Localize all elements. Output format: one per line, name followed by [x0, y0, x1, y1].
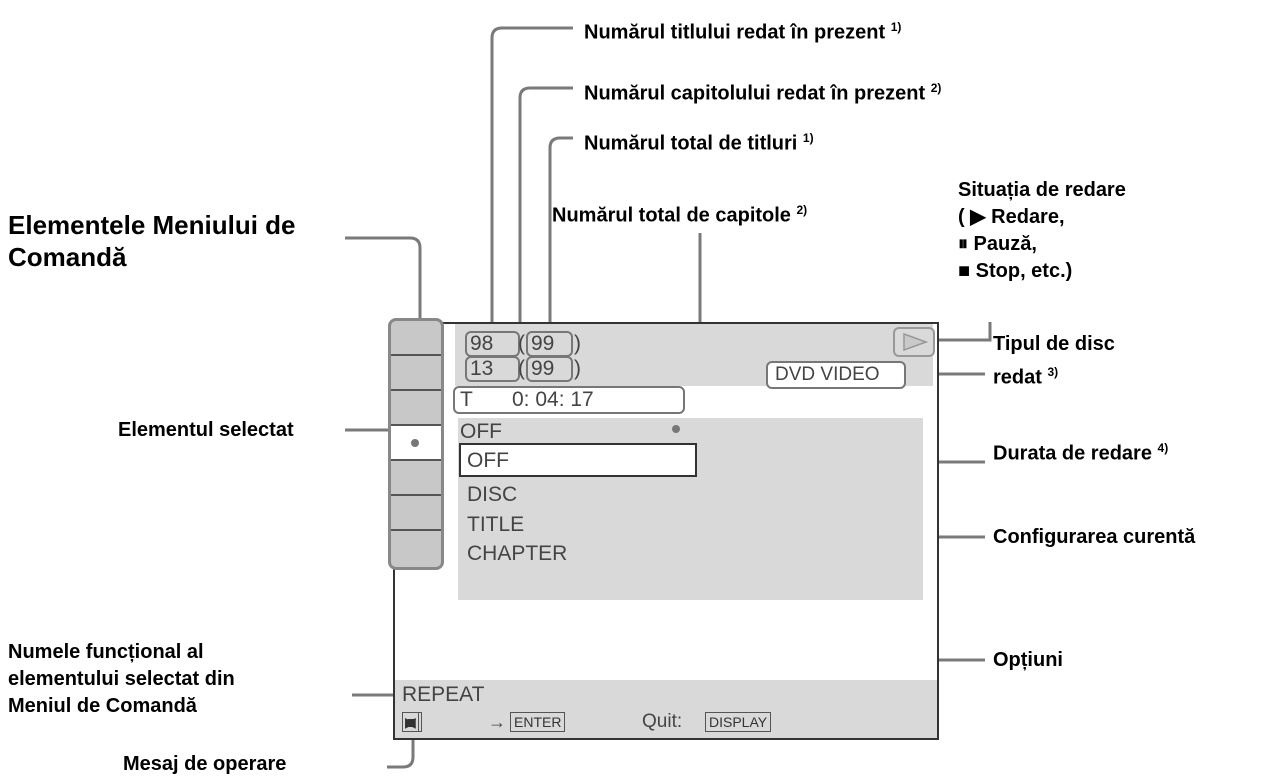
- label-playback-status-4: ■ Stop, etc.): [958, 260, 1073, 282]
- menu-item[interactable]: [391, 496, 441, 531]
- time-prefix: T: [460, 388, 473, 411]
- label-function-name-1: Numele funcțional al: [8, 641, 204, 663]
- chapter-total-box: [526, 356, 573, 382]
- label-chapter-number: Numărul capitolului redat în prezent 2): [584, 81, 942, 105]
- title-total: 99: [531, 332, 555, 355]
- time-value: 0: 04: 17: [512, 388, 594, 411]
- label-options: Opțiuni: [993, 649, 1063, 671]
- play-icon: [903, 332, 928, 352]
- label-disc-type-2: redat 3): [993, 365, 1059, 389]
- play-status-box: [893, 327, 935, 357]
- selected-dot-icon: [411, 439, 419, 447]
- label-current-setting: Configurarea curentă: [993, 526, 1196, 548]
- paren-close: ): [574, 357, 581, 380]
- disc-type-box: [766, 361, 906, 389]
- label-playing-time: Durata de redare 4): [993, 441, 1169, 465]
- chapter-current: 13: [470, 357, 494, 380]
- label-operation-message: Mesaj de operare: [123, 753, 287, 775]
- option-chapter[interactable]: CHAPTER: [467, 542, 568, 565]
- paren-close: ): [574, 332, 581, 355]
- label-title-number: Numărul titlului redat în prezent 1): [584, 20, 902, 44]
- right-arrow-icon: ▶: [402, 712, 419, 732]
- paren-open: (: [518, 332, 525, 355]
- label-total-titles: Numărul total de titluri 1): [584, 131, 814, 155]
- function-name: REPEAT: [402, 683, 485, 706]
- chapter-total: 99: [531, 357, 555, 380]
- title-current: 98: [470, 332, 494, 355]
- setting-dot-icon: [672, 425, 680, 433]
- chapter-number-box: [465, 356, 520, 382]
- quit-label: Quit:: [642, 711, 683, 732]
- label-playback-status-3: ⏸ Pauză,: [958, 233, 1037, 255]
- menu-item[interactable]: [391, 356, 441, 391]
- time-box: [453, 386, 685, 414]
- current-setting: OFF: [460, 420, 502, 443]
- enter-key: ENTER: [510, 712, 566, 732]
- disc-type: DVD VIDEO: [775, 364, 880, 385]
- option-highlight[interactable]: [459, 443, 697, 477]
- menu-item[interactable]: [391, 321, 441, 356]
- label-function-name-2: elementului selectat din: [8, 668, 235, 690]
- label-disc-type-1: Tipul de disc: [993, 333, 1115, 355]
- display-key: DISPLAY: [705, 712, 772, 732]
- label-total-chapters: Numărul total de capitole 2): [552, 203, 808, 227]
- status-bar: [395, 680, 937, 738]
- option-disc[interactable]: DISC: [467, 483, 518, 506]
- label-playback-status-1: Situația de redare: [958, 179, 1126, 201]
- label-function-name-3: Meniul de Comandă: [8, 695, 197, 717]
- menu-item[interactable]: [391, 461, 441, 496]
- paren-open: (: [518, 357, 525, 380]
- option-off[interactable]: OFF: [467, 449, 509, 472]
- label-playback-status-2: ( ▶ Redare,: [958, 206, 1065, 228]
- menu-item[interactable]: [391, 391, 441, 426]
- menu-item-selected[interactable]: [391, 426, 441, 461]
- control-menu-column: [388, 318, 444, 570]
- label-control-menu-items-2: Comandă: [8, 242, 127, 272]
- arrow-symbol: →: [488, 712, 506, 732]
- menu-item[interactable]: [391, 531, 441, 566]
- option-title[interactable]: TITLE: [467, 513, 525, 536]
- label-selected-item: Elementul selectat: [118, 419, 294, 441]
- label-control-menu-items-1: Elementele Meniului de: [8, 210, 296, 240]
